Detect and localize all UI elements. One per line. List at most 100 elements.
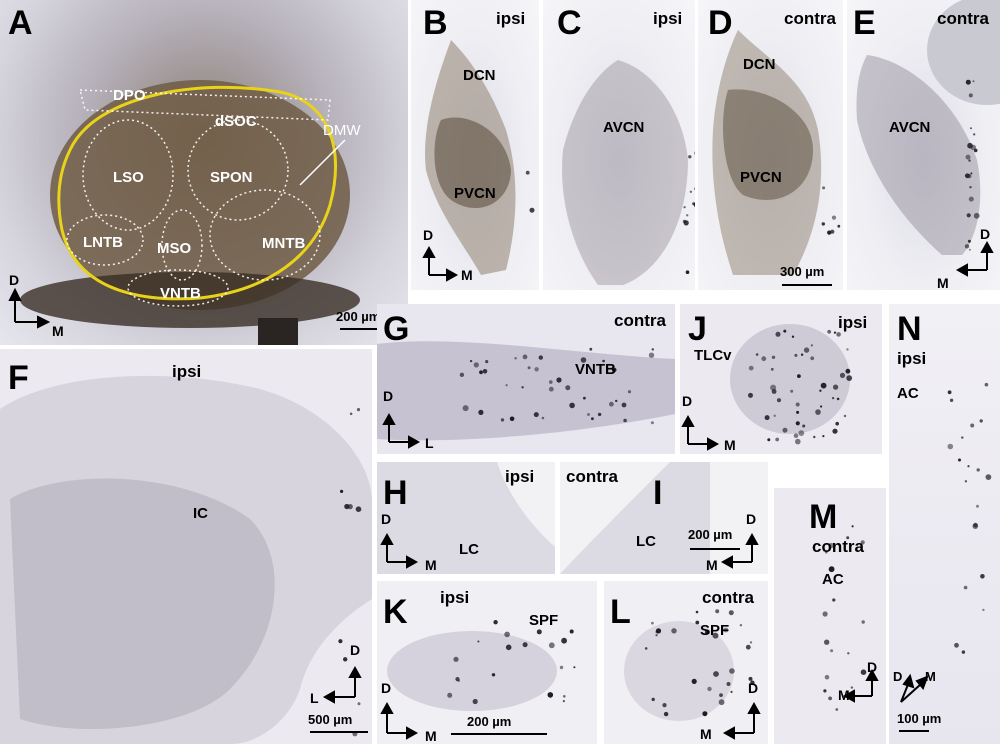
- panel-f-letter: F: [8, 359, 29, 397]
- panel-e-drawing: [856, 0, 1000, 277]
- stained-neuron: [344, 503, 350, 510]
- panel-k-drawing: [380, 620, 576, 740]
- stained-neuron: [505, 384, 508, 387]
- scale-bar: [340, 328, 380, 330]
- stained-neuron: [965, 154, 971, 160]
- stained-neuron: [771, 355, 776, 359]
- stained-neuron: [958, 458, 961, 462]
- stained-neuron: [969, 186, 972, 189]
- lc-tissue: [377, 462, 555, 574]
- stained-neuron: [794, 353, 798, 357]
- panel-l: L contra SPF D M: [604, 581, 768, 744]
- stained-neuron: [828, 696, 832, 701]
- scale-bar: [782, 284, 832, 286]
- panel-c-drawing: [562, 60, 695, 285]
- stained-neuron: [683, 206, 686, 209]
- panel-i: contra I LC 200 µm D M: [560, 462, 768, 574]
- lso-outline: [82, 119, 174, 231]
- stained-neuron: [966, 213, 971, 218]
- stained-neuron: [967, 465, 970, 468]
- stained-neuron: [587, 413, 590, 416]
- stained-neuron: [827, 230, 832, 235]
- stained-neuron: [563, 695, 566, 698]
- stained-neuron: [835, 421, 839, 426]
- stained-neuron: [573, 666, 576, 669]
- stained-neuron: [689, 190, 693, 193]
- axis-dorsal: D: [867, 659, 878, 675]
- stained-neuron: [739, 624, 743, 627]
- stained-neuron: [954, 642, 959, 648]
- scale-label: 300 µm: [780, 264, 825, 279]
- stained-neuron: [837, 224, 841, 228]
- stained-neuron: [972, 80, 975, 83]
- panel-m-drawing: [822, 525, 879, 711]
- stained-neuron: [795, 421, 800, 426]
- axis-medial: M: [925, 669, 936, 684]
- stained-neuron: [548, 642, 555, 649]
- region-spon: SPON: [210, 169, 253, 186]
- stained-neuron: [453, 656, 459, 662]
- stained-neuron: [356, 408, 361, 412]
- panel-c: C ipsi AVCN: [543, 0, 695, 290]
- region-lc: LC: [459, 541, 479, 558]
- soc-tissue: [50, 80, 350, 310]
- stained-neuron: [822, 435, 825, 438]
- stained-neuron: [482, 369, 488, 374]
- stained-neuron: [968, 248, 971, 251]
- stained-neuron: [589, 347, 593, 351]
- panel-k: K ipsi SPF D M 200 µm: [377, 581, 597, 744]
- panel-n-letter: N: [897, 310, 922, 348]
- axis-medial: M: [700, 726, 712, 742]
- stained-neuron: [745, 644, 751, 650]
- region-ic: IC: [193, 505, 208, 522]
- panel-j-letter: J: [688, 310, 707, 348]
- stained-neuron: [961, 650, 966, 654]
- scale-bar: [899, 730, 929, 732]
- stained-neuron: [521, 386, 524, 389]
- stained-neuron: [580, 357, 587, 363]
- pvcn-tissue: [434, 117, 511, 209]
- stained-neuron: [514, 357, 517, 360]
- stained-neuron: [538, 355, 543, 360]
- region-mso: MSO: [157, 240, 192, 257]
- stained-neuron: [671, 628, 677, 634]
- stained-neuron: [602, 359, 605, 363]
- panel-e-letter: E: [853, 4, 876, 42]
- stained-neuron: [836, 332, 841, 337]
- stained-neuron: [796, 410, 800, 414]
- panel-h-drawing: [377, 462, 555, 574]
- vntb-outline: [127, 269, 229, 307]
- axis-dorsal: D: [682, 393, 693, 409]
- stained-neuron: [713, 671, 719, 677]
- stained-neuron: [459, 372, 465, 377]
- stained-neuron: [343, 657, 348, 662]
- stained-neuron: [968, 196, 974, 202]
- stained-neuron: [790, 389, 794, 393]
- vessel-shadow: [258, 318, 298, 345]
- stained-neuron: [569, 629, 574, 634]
- region-vntb: VNTB: [575, 361, 616, 378]
- panel-e-tag: contra: [937, 9, 989, 28]
- stained-neuron: [478, 409, 484, 415]
- stained-neuron: [597, 412, 602, 417]
- stained-neuron: [970, 144, 976, 151]
- stained-neuron: [447, 692, 453, 698]
- stained-neuron: [823, 549, 826, 552]
- panel-j: J ipsi TLCv D M: [680, 304, 882, 454]
- stained-neuron: [705, 629, 710, 635]
- mntb-outline: [209, 189, 321, 281]
- stained-neuron: [970, 423, 975, 428]
- stained-neuron: [695, 610, 699, 614]
- region-pvcn: PVCN: [454, 185, 496, 202]
- stained-neuron: [686, 214, 689, 217]
- stained-neuron: [831, 215, 837, 220]
- stained-neuron: [533, 412, 539, 418]
- avcn-tissue: [856, 55, 981, 255]
- panel-m: M contra AC D M: [774, 488, 886, 744]
- stained-neuron: [819, 389, 822, 392]
- stained-neuron: [832, 397, 835, 400]
- panel-l-tag: contra: [702, 588, 754, 607]
- stained-neuron: [810, 356, 815, 361]
- stained-neuron: [651, 348, 654, 351]
- stained-neuron: [813, 435, 816, 439]
